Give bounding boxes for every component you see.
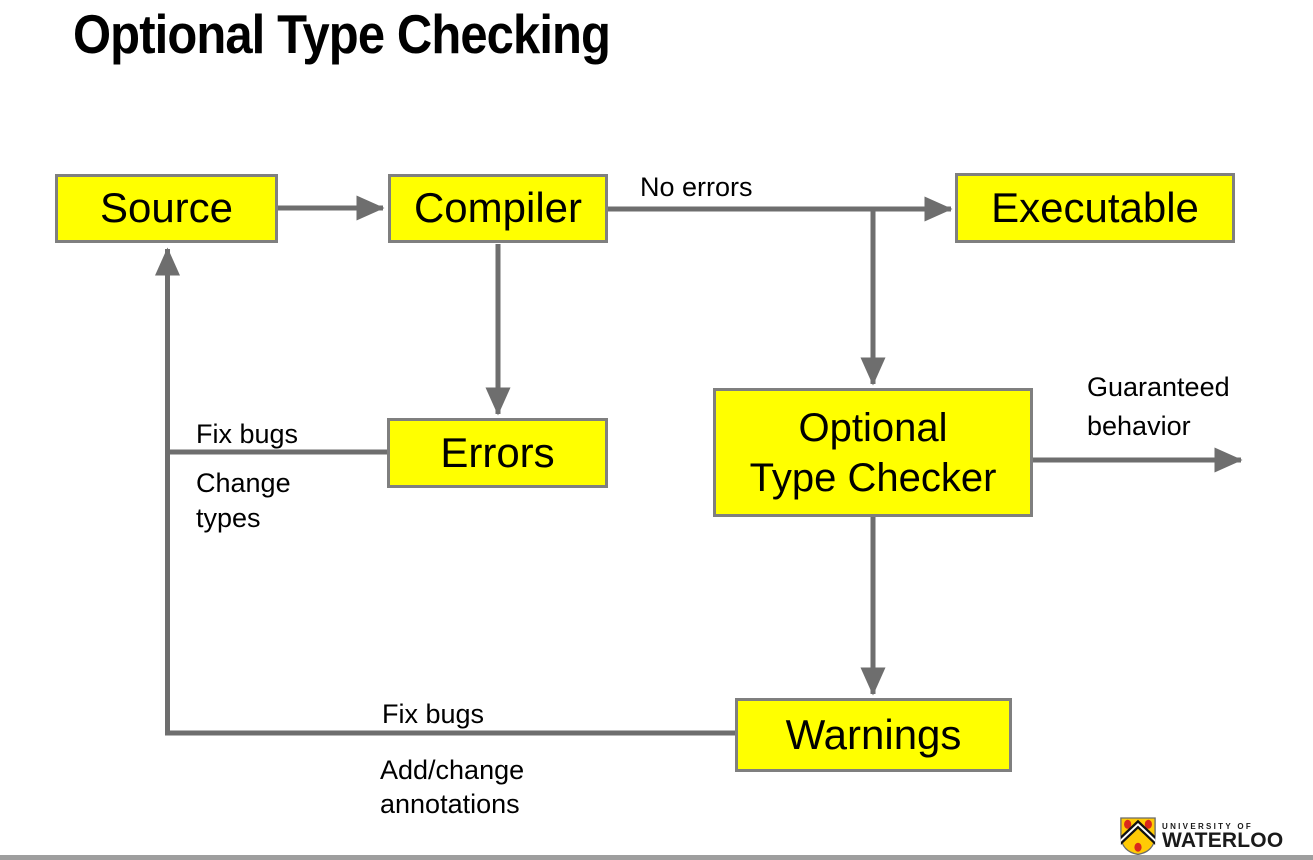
- node-compiler: Compiler: [388, 174, 608, 243]
- edge-label-guaranteed-behavior: Guaranteed behavior: [1087, 372, 1230, 441]
- node-warnings: Warnings: [735, 698, 1012, 772]
- edge-label-fix-bugs-warnings: Fix bugs: [382, 699, 485, 729]
- edge-label-fix-bugs-errors: Fix bugs: [196, 419, 299, 449]
- edge-label-no-errors: No errors: [640, 172, 753, 202]
- waterloo-shield-icon: [1120, 817, 1156, 855]
- logo-university-of-text: UNIVERSITY OF: [1162, 822, 1254, 831]
- node-optional-type-checker: Optional Type Checker: [713, 388, 1033, 517]
- edge-label-change-types: Change types: [196, 468, 291, 533]
- node-executable: Executable: [955, 173, 1235, 243]
- edge-label-add-change-annotations: Add/change annotations: [380, 755, 525, 819]
- arrow-warnings-feedback-to-source: [155, 247, 735, 736]
- waterloo-logo: UNIVERSITY OF WATERLOO: [1120, 817, 1283, 855]
- node-source: Source: [55, 174, 278, 243]
- page-title: Optional Type Checking: [73, 3, 611, 65]
- node-errors: Errors: [387, 418, 608, 488]
- footer-bar: [0, 855, 1313, 860]
- logo-waterloo-text: WATERLOO: [1162, 829, 1284, 852]
